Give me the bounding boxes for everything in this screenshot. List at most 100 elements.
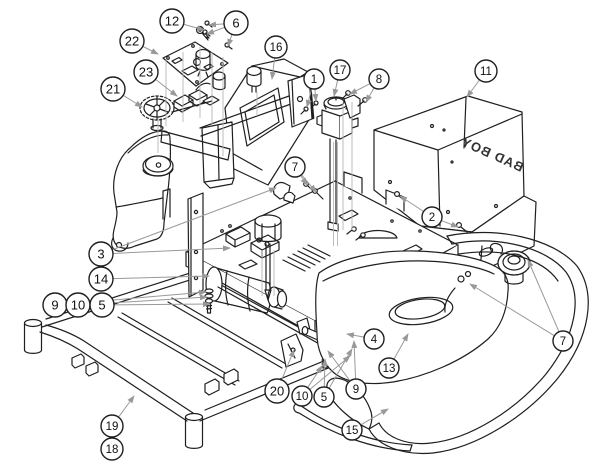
tank-shroud xyxy=(326,231,589,455)
leader-line-4 xyxy=(346,332,365,339)
lift-shaft xyxy=(254,214,282,301)
leader-line-3 xyxy=(112,187,277,251)
balloon-circle xyxy=(100,437,124,461)
leader-line-14 xyxy=(112,273,210,280)
balloon-circle xyxy=(552,330,574,352)
balloon-number: 6 xyxy=(232,16,239,31)
leader-line-6 xyxy=(206,26,225,35)
leader-line-16 xyxy=(269,57,276,80)
leader-line-15 xyxy=(360,408,389,426)
balloon-number: 5 xyxy=(321,392,327,404)
callout-22: 22 xyxy=(119,28,145,54)
callout-18: 18 xyxy=(100,437,124,461)
leader-line-11 xyxy=(466,79,480,98)
steering-gear xyxy=(139,95,175,132)
choke-knob xyxy=(246,65,262,93)
balloon-number: 18 xyxy=(106,444,119,456)
leader-line-19 xyxy=(118,395,135,418)
callout-10: 10 xyxy=(291,385,313,407)
caster-sleeve-front xyxy=(184,412,204,449)
balloon-number: 22 xyxy=(125,34,139,49)
balloon-circle xyxy=(313,386,335,408)
callout-3: 3 xyxy=(88,241,114,267)
frame-bracket xyxy=(280,333,304,368)
callout-5: 5 xyxy=(313,386,335,408)
callout-4: 4 xyxy=(363,328,385,350)
projection-lines xyxy=(157,47,353,296)
balloon-number: 12 xyxy=(165,14,179,29)
balloon-circle xyxy=(159,8,185,34)
balloon-circle xyxy=(119,28,145,54)
callout-2: 2 xyxy=(421,206,443,228)
upright-bracket xyxy=(187,192,204,298)
balloon-circle xyxy=(291,385,313,407)
callout-15: 15 xyxy=(341,419,363,441)
balloon-number: 3 xyxy=(97,247,104,262)
balloon-number: 19 xyxy=(106,421,119,433)
callout-20: 20 xyxy=(264,378,290,404)
balloon-number: 10 xyxy=(296,391,309,403)
balloon-circle xyxy=(345,378,367,400)
callout-13: 13 xyxy=(378,357,400,379)
leader-line-13 xyxy=(393,333,409,360)
rail-tabs xyxy=(71,353,239,396)
leader-line-10 xyxy=(307,365,323,388)
leader-line-12 xyxy=(183,23,205,31)
balloon-number: 21 xyxy=(106,82,120,97)
leader-line-5 xyxy=(321,358,328,388)
callout-11: 11 xyxy=(474,59,498,83)
balloon-circle xyxy=(88,241,114,267)
balloon-number: 17 xyxy=(334,65,347,77)
balloon-circle xyxy=(363,328,385,350)
balloon-number: 7 xyxy=(560,336,566,348)
balloon-number: 13 xyxy=(383,363,396,375)
balloon-circle xyxy=(341,419,363,441)
balloon-number: 15 xyxy=(346,425,359,437)
callout-9: 9 xyxy=(42,292,68,318)
callout-17: 17 xyxy=(329,59,351,81)
callout-10: 10 xyxy=(65,292,91,318)
balloon-circle xyxy=(88,266,114,292)
balloon-number: 9 xyxy=(353,384,359,396)
callout-23: 23 xyxy=(133,59,159,85)
balloon-circle xyxy=(329,59,351,81)
leader-line-1 xyxy=(305,88,313,108)
leader-line-7 xyxy=(301,174,317,193)
leader-line-8 xyxy=(349,83,371,95)
balloon-number: 10 xyxy=(71,298,85,313)
balloon-number: 4 xyxy=(371,334,378,346)
balloon-circle xyxy=(474,59,498,83)
balloon-circle xyxy=(421,206,443,228)
tank-straps xyxy=(160,73,313,161)
callout-1: 1 xyxy=(303,68,325,90)
balloon-circle xyxy=(100,76,126,102)
right-fuel-tank xyxy=(315,242,509,385)
leader-line-23 xyxy=(155,78,178,97)
callout-21: 21 xyxy=(100,76,126,102)
leader-line-3 xyxy=(112,245,231,254)
callout-19: 19 xyxy=(100,414,124,438)
leader-line-9 xyxy=(327,350,351,382)
leader-line-5 xyxy=(113,301,211,308)
leader-line-20 xyxy=(281,349,295,381)
balloon-number: 8 xyxy=(376,74,382,86)
leader-line-2 xyxy=(441,220,459,228)
leader-line-1 xyxy=(312,88,319,102)
balloon-circle xyxy=(89,292,115,318)
relay xyxy=(220,224,251,248)
balloon-circle xyxy=(264,35,288,59)
balloon-number: 5 xyxy=(98,298,105,313)
balloon-circle xyxy=(368,68,390,90)
fuel-cap xyxy=(497,250,531,285)
balloon-number: 7 xyxy=(292,162,298,174)
leader-line-7 xyxy=(527,259,560,333)
callout-7: 7 xyxy=(284,156,306,178)
left-fuel-tank xyxy=(111,130,174,252)
leader-line-10 xyxy=(309,355,351,390)
balloon-number: 1 xyxy=(311,74,317,86)
balloon-number: 23 xyxy=(139,65,153,80)
balloon-number: 16 xyxy=(270,42,283,54)
callout-12: 12 xyxy=(159,8,185,34)
